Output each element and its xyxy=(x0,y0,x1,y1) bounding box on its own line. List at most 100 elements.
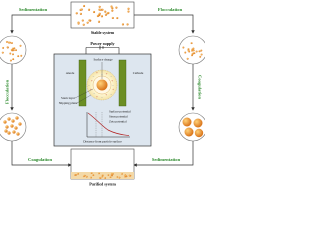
particle xyxy=(200,49,203,52)
stable-particles xyxy=(75,4,130,26)
particle xyxy=(75,12,78,15)
arrow-top-left: Sedimentation xyxy=(10,7,71,34)
particle xyxy=(98,12,101,15)
stern-layer-label: Stern layer xyxy=(61,96,76,100)
particle xyxy=(99,8,102,11)
particle xyxy=(98,5,101,8)
particle xyxy=(7,131,11,135)
ion-sign: − xyxy=(112,83,114,87)
particle xyxy=(121,23,125,26)
anode-plate xyxy=(78,59,87,107)
particle xyxy=(121,172,123,175)
particle xyxy=(1,51,4,54)
particle xyxy=(200,53,203,56)
zeta-potential-label: Zeta potential xyxy=(109,120,127,124)
ion-sign: − xyxy=(93,75,95,79)
particle xyxy=(191,52,194,55)
particle xyxy=(14,49,17,52)
particle xyxy=(2,46,5,49)
flocculation-label-top: Flocculation xyxy=(158,7,183,12)
particle xyxy=(5,125,9,129)
particle xyxy=(19,44,22,47)
stable-system-label: Stable system xyxy=(91,30,115,35)
particle xyxy=(4,129,8,133)
particle xyxy=(104,13,108,16)
particle xyxy=(82,4,86,8)
particle xyxy=(6,46,9,49)
particle xyxy=(99,177,102,179)
particle xyxy=(115,6,118,9)
electrocoagulation-diagram: Stable system Sedimentation Flocculation… xyxy=(0,1,205,187)
particle xyxy=(80,8,83,11)
power-supply-label: Power supply xyxy=(90,41,115,46)
particle xyxy=(192,49,195,52)
flocculation-label-side: Flocculation xyxy=(5,79,10,104)
particle xyxy=(126,23,129,26)
particle xyxy=(79,12,82,15)
arrow-mid-right: Coagulation xyxy=(191,64,203,111)
particle xyxy=(82,23,85,26)
right-circle-top xyxy=(178,35,205,65)
particle xyxy=(86,21,89,24)
particle xyxy=(127,10,130,13)
surface-potential-label: Surface potential xyxy=(109,110,131,114)
particle xyxy=(9,59,12,62)
particle xyxy=(12,58,15,61)
particle xyxy=(12,49,15,52)
left-circle-bottom xyxy=(0,112,27,142)
particle xyxy=(87,8,91,11)
particle xyxy=(104,10,107,13)
ion-sign: + xyxy=(111,79,113,83)
particle xyxy=(88,19,91,22)
particle xyxy=(9,52,12,55)
surface-charge-label: Surface charge xyxy=(94,58,114,62)
particle xyxy=(109,176,112,179)
particle xyxy=(111,9,114,12)
particle xyxy=(17,55,20,58)
arrow-mid-left: Flocculation xyxy=(5,64,14,111)
particle xyxy=(18,122,22,126)
particle xyxy=(107,174,110,176)
anode-label: Anode xyxy=(66,71,75,75)
cathode-label: Cathode xyxy=(133,71,144,75)
particle xyxy=(190,42,193,45)
particle xyxy=(182,46,185,49)
particle xyxy=(20,54,23,57)
arrow-bottom-right: Sedimentation xyxy=(133,141,194,167)
ion-sign: − xyxy=(88,83,90,87)
particle xyxy=(128,174,131,177)
ion-sign: + xyxy=(105,93,107,97)
particle xyxy=(11,53,14,56)
coagulation-label-bottom: Coagulation xyxy=(28,157,52,162)
particle xyxy=(90,172,93,175)
particle xyxy=(127,7,130,10)
ion-sign: − xyxy=(110,92,112,96)
particle xyxy=(111,7,114,10)
ion-sign: + xyxy=(96,71,98,75)
particle xyxy=(74,174,76,176)
ion-sign: − xyxy=(110,74,112,78)
sedimentation-label-top: Sedimentation xyxy=(19,7,48,12)
ion-sign: + xyxy=(90,88,92,92)
stern-potential-label: Stern potential xyxy=(109,115,128,119)
particle xyxy=(191,49,194,52)
particle xyxy=(107,11,110,15)
particle xyxy=(10,124,14,128)
particle xyxy=(82,175,85,178)
particle xyxy=(92,174,95,176)
particle xyxy=(11,47,14,50)
particle xyxy=(101,174,104,177)
particle xyxy=(104,177,107,179)
particle xyxy=(116,176,119,178)
particle xyxy=(10,41,13,44)
particle xyxy=(184,51,187,54)
left-circle-top xyxy=(0,35,27,65)
particle xyxy=(195,50,198,53)
particle xyxy=(15,116,19,120)
particle xyxy=(85,175,88,178)
coagulation-label-side: Coagulation xyxy=(198,75,203,99)
slipping-plane-label: Slipping plane xyxy=(59,101,78,105)
ion-sign: − xyxy=(93,91,95,95)
particle xyxy=(112,172,114,175)
purified-system-label: Purified system xyxy=(89,182,116,187)
